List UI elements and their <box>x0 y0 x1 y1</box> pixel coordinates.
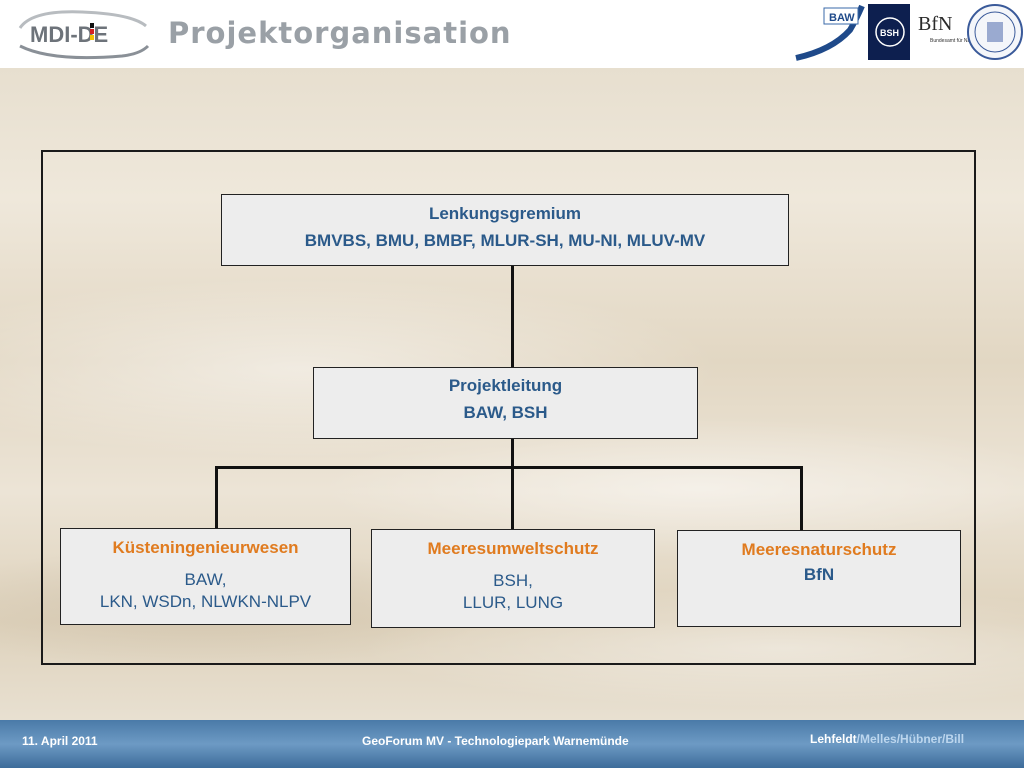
svg-text:BSH: BSH <box>880 28 899 38</box>
header: MDI-DE Projektorganisation BAW BSH BfN B… <box>0 0 1024 68</box>
baw-logo: BAW <box>795 4 865 61</box>
branch-box-marine-environment: Meeresumweltschutz BSH, LLUR, LUNG <box>371 529 655 628</box>
footer-authors: Lehfeldt/Melles/Hübner/Bill <box>810 732 964 746</box>
project-lead-box: Projektleitung BAW, BSH <box>313 367 698 439</box>
branch-partners: LLUR, LUNG <box>462 593 564 612</box>
connector-left-branch <box>215 466 218 528</box>
lead-members: BAW, BSH <box>463 403 548 422</box>
branch-box-coastal: Küsteningenieurwesen BAW, LKN, WSDn, NLW… <box>60 528 351 625</box>
connector-right-branch <box>800 466 803 530</box>
branch-lead: BfN <box>803 565 835 584</box>
svg-text:MDI-DE: MDI-DE <box>30 22 108 47</box>
branch-lead: BSH, <box>493 571 533 590</box>
author-main: Lehfeldt <box>810 732 857 746</box>
branch-title: Meeresnaturschutz <box>741 540 897 559</box>
slide-title: Projektorganisation <box>168 16 512 50</box>
steering-committee-box: Lenkungsgremium BMVBS, BMU, BMBF, MLUR-S… <box>221 194 789 266</box>
partner-logos: BAW BSH BfN Bundesamt für Naturschutz <box>795 4 1023 61</box>
lead-title: Projektleitung <box>448 376 563 395</box>
steering-title: Lenkungsgremium <box>428 204 582 223</box>
connector-steering-lead <box>511 265 514 368</box>
svg-text:BAW: BAW <box>829 12 855 24</box>
footer: 11. April 2011 GeoForum MV - Technologie… <box>0 720 1024 768</box>
footer-date: 11. April 2011 <box>22 734 98 748</box>
svg-text:Bundesamt für Naturschutz: Bundesamt für Naturschutz <box>930 38 991 44</box>
branch-partners: LKN, WSDn, NLWKN-NLPV <box>99 592 312 611</box>
bfn-logo: BfN Bundesamt für Naturschutz <box>918 13 991 44</box>
bsh-logo: BSH <box>868 4 910 60</box>
connector-lead-branches <box>511 438 514 530</box>
branch-box-marine-nature: Meeresnaturschutz BfN <box>677 530 961 627</box>
mdi-de-logo: MDI-DE <box>18 10 150 60</box>
steering-members: BMVBS, BMU, BMBF, MLUR-SH, MU-NI, MLUV-M… <box>304 231 706 250</box>
footer-event: GeoForum MV - Technologiepark Warnemünde <box>362 734 629 748</box>
diagram-frame <box>41 150 976 665</box>
branch-title: Meeresumweltschutz <box>427 539 599 558</box>
branch-lead: BAW, <box>184 570 227 589</box>
university-seal-logo <box>967 4 1023 60</box>
svg-text:BfN: BfN <box>918 13 952 35</box>
connector-horizontal <box>215 466 803 469</box>
branch-title: Küsteningenieurwesen <box>112 538 299 557</box>
author-others: /Melles/Hübner/Bill <box>856 732 965 746</box>
